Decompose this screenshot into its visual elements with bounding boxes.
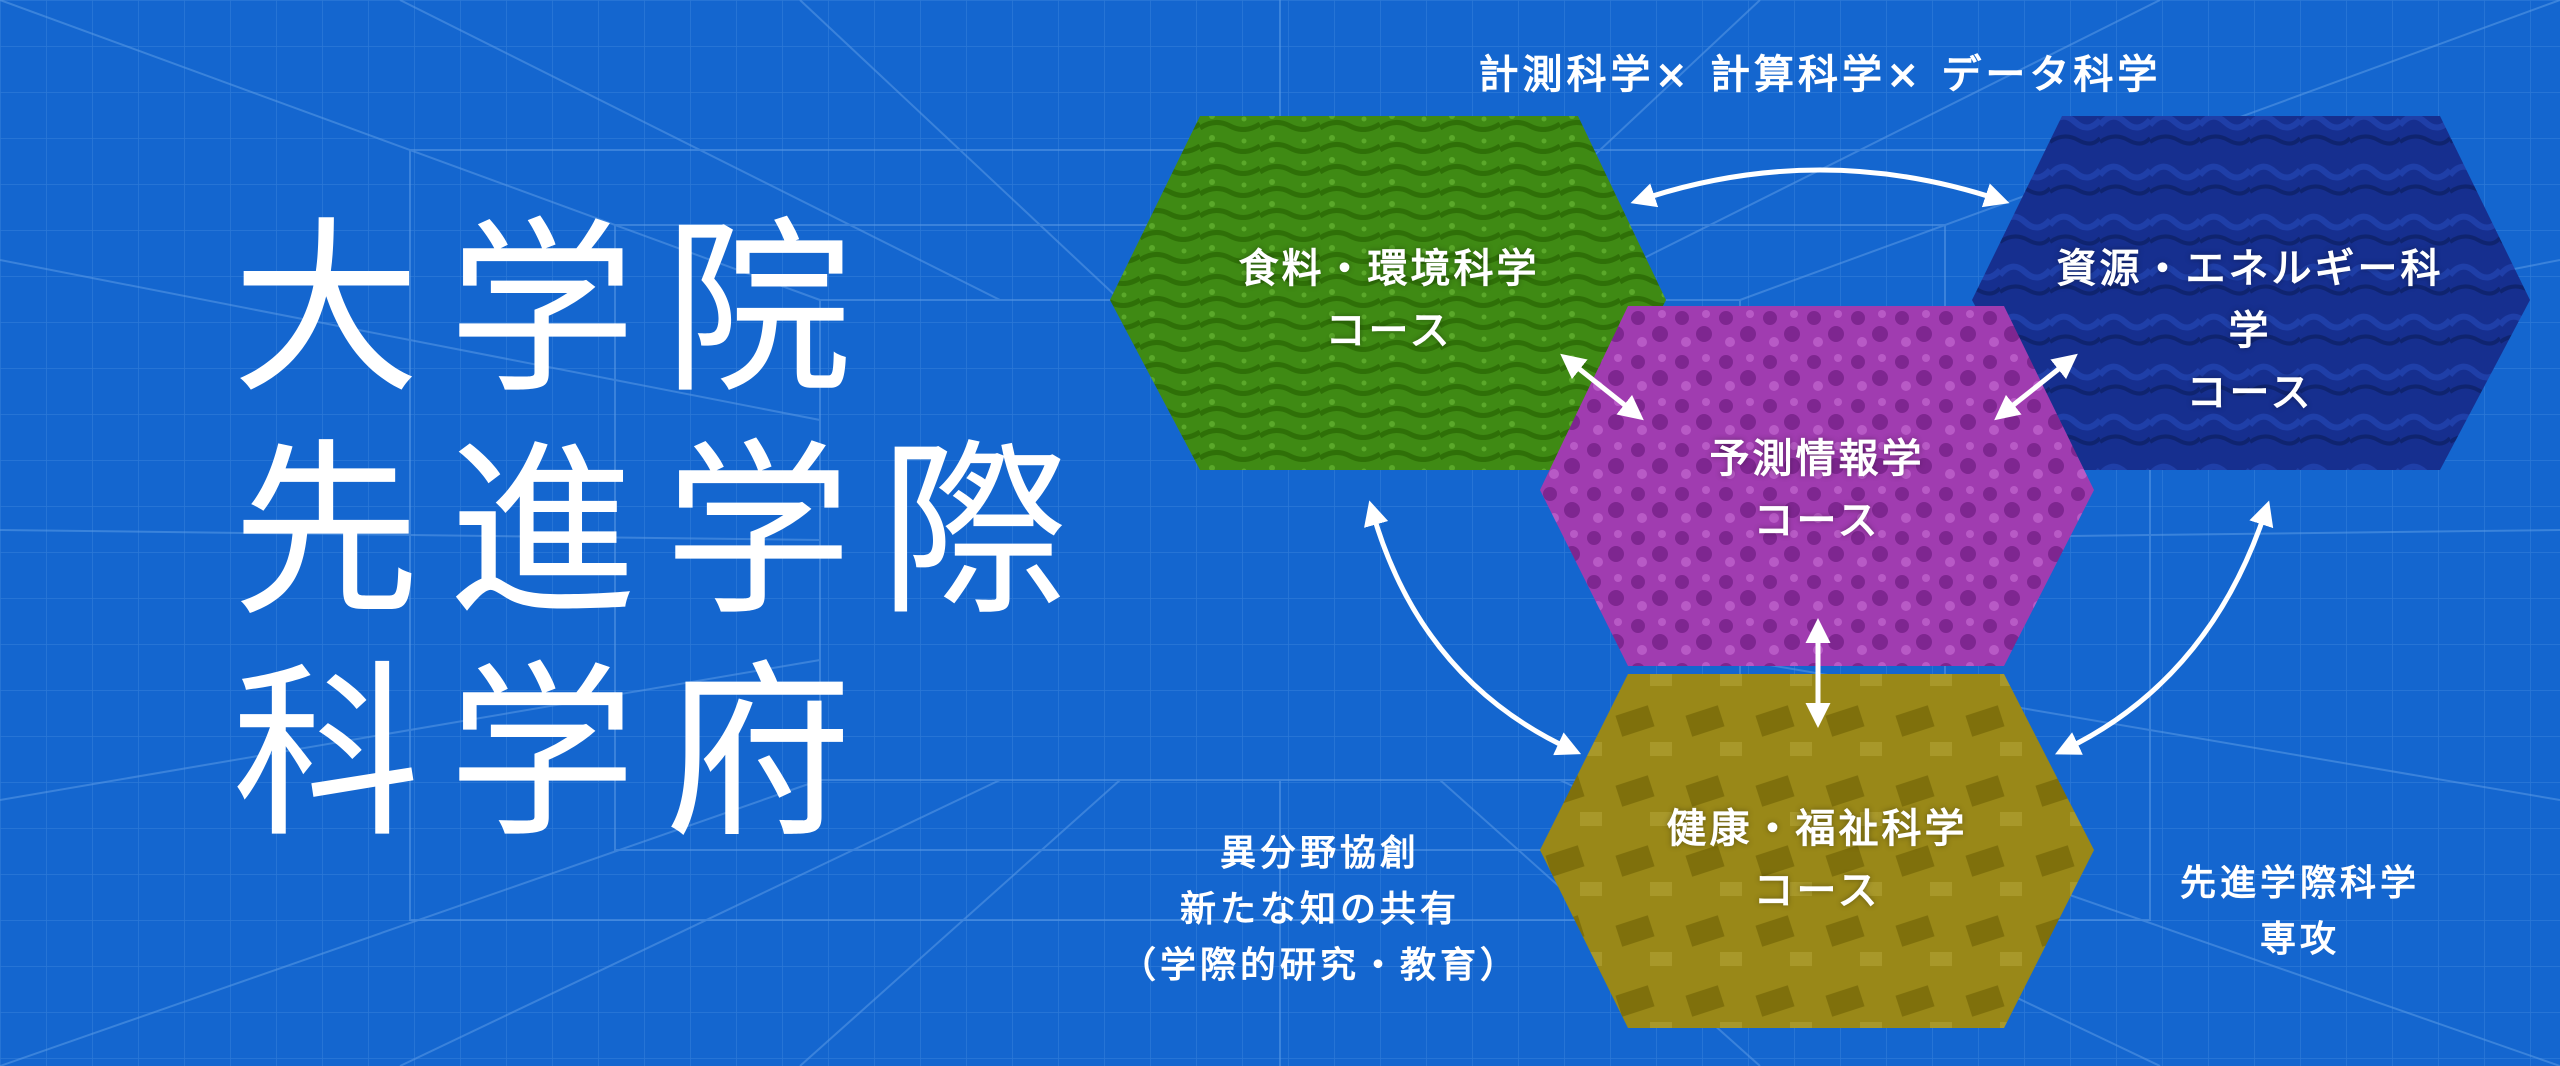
arrow-energy-prediction — [1994, 353, 2078, 421]
arrow-food-health — [1364, 500, 1582, 756]
arrow-food-prediction — [1560, 353, 1644, 421]
interdisciplinary-caption-line-3: （学際的研究・教育） — [1119, 945, 1520, 986]
arrow-energy-health — [2054, 500, 2274, 755]
page-title: 大学院 先進学際 科学府 — [232, 200, 1096, 866]
major-caption: 先進学際科学 専攻 — [2130, 856, 2470, 968]
course-energy-name: 資源・エネルギー科学 — [2056, 246, 2444, 354]
title-line-2: 先進学際 — [232, 423, 1096, 642]
hexagon-resource-energy[interactable] — [1972, 116, 2530, 470]
major-caption-line-1: 先進学際科学 — [2179, 863, 2420, 904]
course-food-label: 食料・環境科学 コース — [1200, 238, 1578, 362]
course-health-label: 健康・福祉科学 コース — [1628, 798, 2006, 922]
course-prediction-name: 予測情報学 — [1709, 436, 1925, 482]
course-prediction-suffix: コース — [1753, 498, 1881, 544]
course-health-suffix: コース — [1753, 868, 1881, 914]
hexagon-health-welfare[interactable] — [1540, 674, 2094, 1028]
course-energy-label: 資源・エネルギー科学 コース — [2040, 238, 2460, 424]
hexagon-food-environment[interactable] — [1110, 116, 1666, 470]
interdisciplinary-caption: 異分野協創 新たな知の共有 （学際的研究・教育） — [1090, 826, 1550, 994]
course-prediction-label: 予測情報学 コース — [1628, 428, 2006, 552]
title-line-3: 科学府 — [232, 645, 880, 864]
major-caption-line-2: 専攻 — [2259, 919, 2340, 960]
course-food-name: 食料・環境科学 — [1238, 246, 1540, 292]
arrow-food-energy — [1630, 167, 2010, 208]
hexagon-prediction-informatics[interactable] — [1540, 306, 2094, 666]
interdisciplinary-caption-line-1: 異分野協創 — [1219, 833, 1420, 874]
course-food-suffix: コース — [1325, 308, 1453, 354]
course-energy-suffix: コース — [2186, 370, 2314, 416]
title-line-1: 大学院 — [232, 201, 880, 420]
interdisciplinary-caption-line-2: 新たな知の共有 — [1179, 889, 1460, 930]
top-caption: 計測科学× 計算科学× データ科学 — [1478, 52, 2162, 98]
course-health-name: 健康・福祉科学 — [1666, 806, 1968, 852]
